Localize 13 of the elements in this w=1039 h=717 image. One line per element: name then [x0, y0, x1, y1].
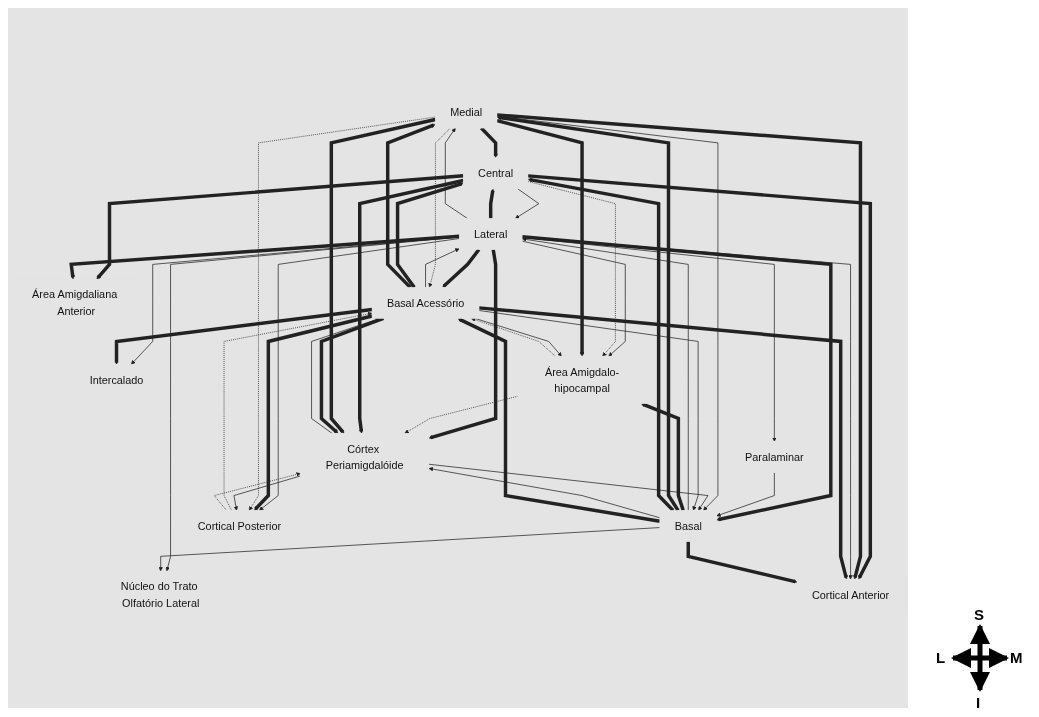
node-text: Área Amigdalo-hipocampal	[544, 365, 620, 395]
node-text: Núcleo do Trato Olfatório Lateral	[120, 580, 200, 610]
compass-label: S	[974, 607, 984, 622]
node-text: Cortical Anterior	[811, 588, 890, 602]
compass-label: I	[976, 695, 981, 710]
node-text: Central	[478, 167, 514, 180]
node-text: Paralaminar	[745, 451, 804, 464]
node-text: Área Amigdaliana Anterior	[32, 288, 118, 318]
node-text: Córtex Periamigdalóide	[325, 442, 404, 472]
compass-label: M	[1010, 650, 1023, 665]
compass-label: L	[936, 650, 946, 665]
node-text: Intercalado	[89, 374, 144, 387]
node-text: Cortical Posterior	[197, 520, 282, 533]
